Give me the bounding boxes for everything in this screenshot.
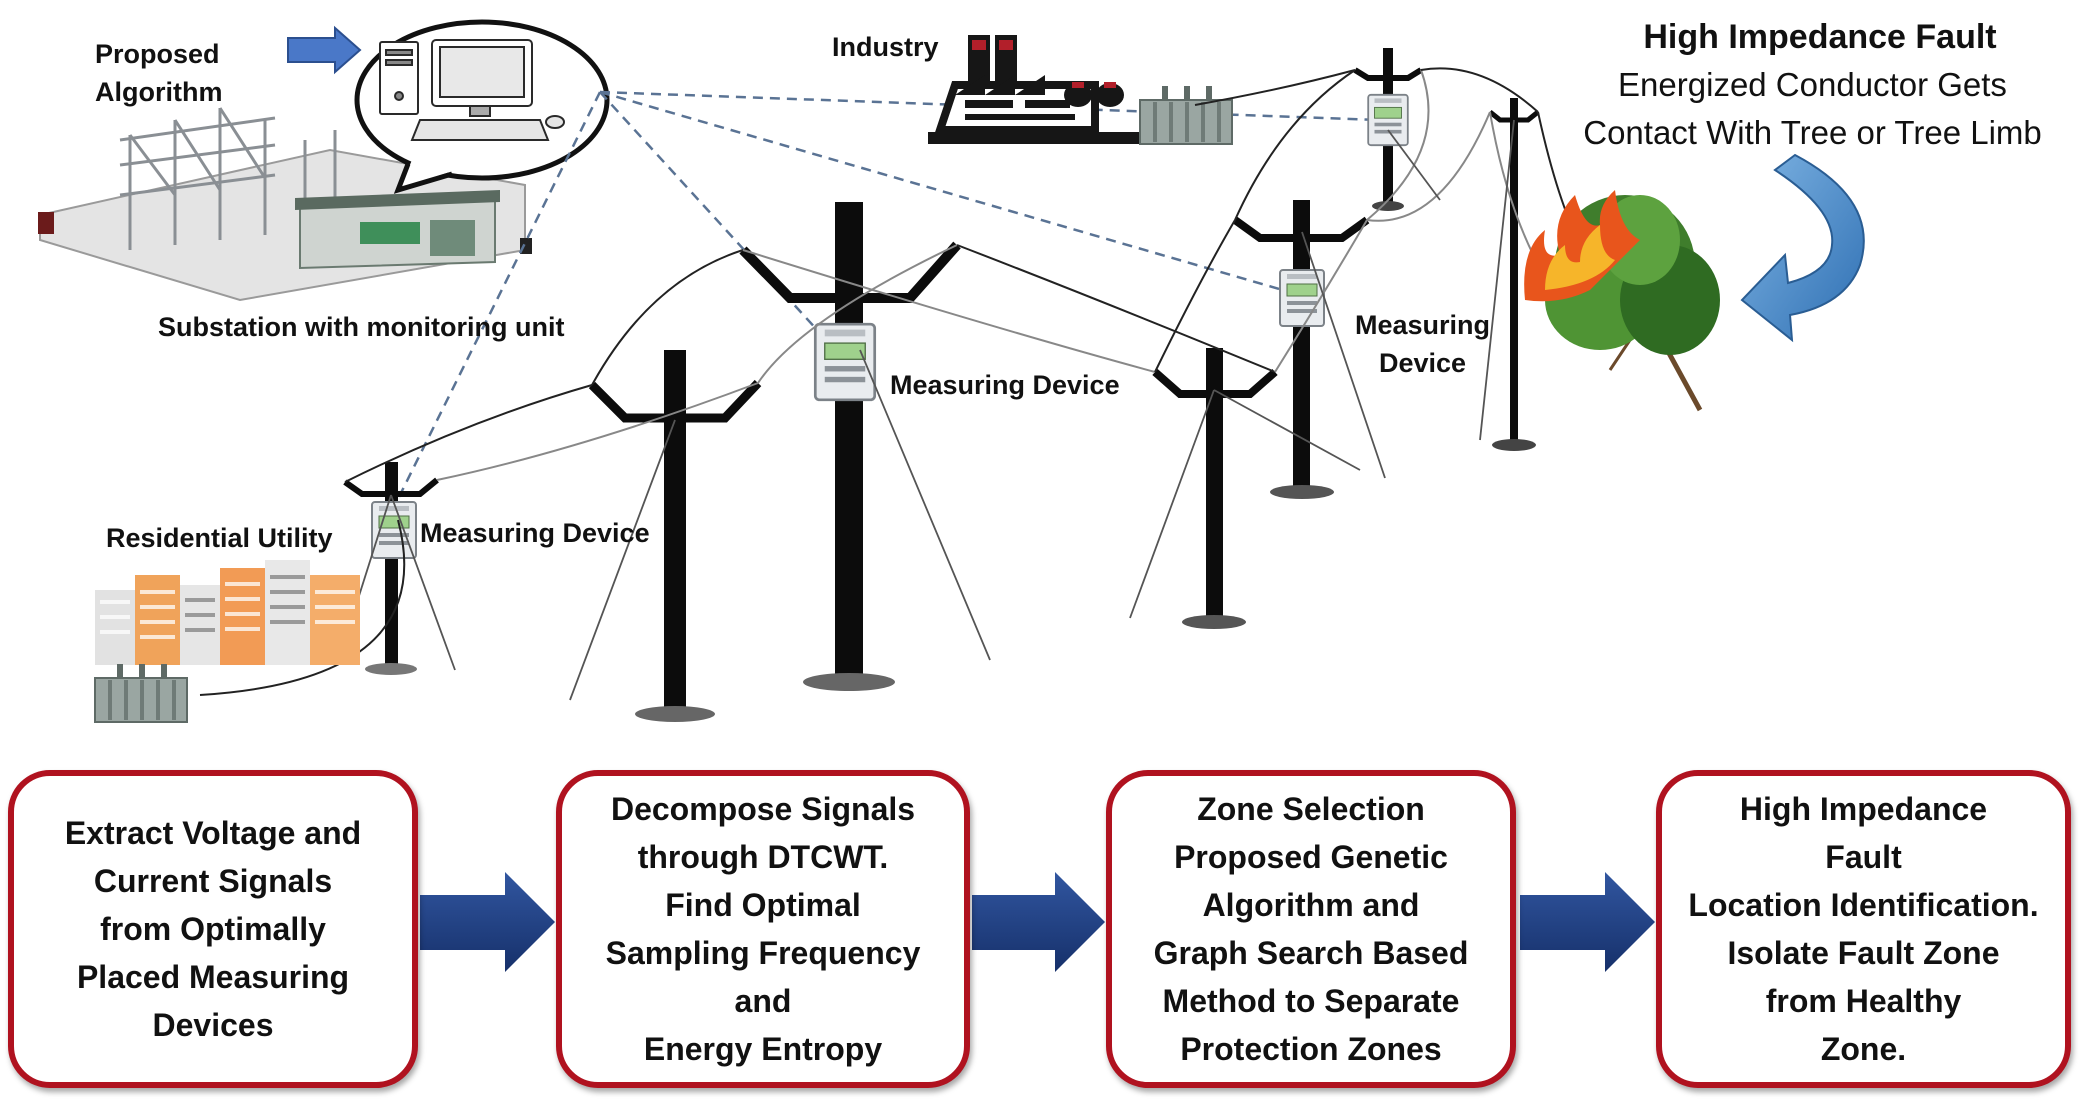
fault-description-line: Contact With Tree or Tree Limb: [1583, 114, 2042, 151]
dashed-link: [393, 90, 1381, 506]
step-box-decompose-signals: Decompose Signals through DTCWT. Find Op…: [556, 770, 970, 1088]
substation-label: Substation with monitoring unit: [158, 312, 565, 342]
step-text: from Healthy: [1765, 983, 1962, 1019]
computer-icon: [379, 39, 565, 141]
step-text: Devices: [152, 1007, 274, 1043]
step-text: Location Identification.: [1688, 887, 2039, 923]
transformer-icon: [1138, 84, 1234, 146]
step-text: and: [734, 983, 792, 1019]
flow-arrow-icon: [420, 872, 555, 972]
step-text: Algorithm and: [1202, 887, 1420, 923]
step-text: Zone Selection: [1197, 791, 1425, 827]
transformer-icon: [93, 662, 189, 724]
fault-description-line: Energized Conductor Gets: [1618, 66, 2007, 103]
proposed-algorithm-label: Proposed Algorithm: [95, 39, 223, 107]
industry-label: Industry: [832, 32, 939, 62]
pointer-arrow-icon: [287, 25, 362, 75]
meter-icon: [371, 501, 417, 559]
curved-arrow-icon: [1740, 153, 1865, 343]
fault-title: High Impedance Fault: [1643, 18, 1997, 56]
measuring-device-label: Measuring Device: [420, 518, 650, 548]
measuring-device-label: Measuring Device: [890, 370, 1120, 400]
measuring-device-label: Measuring Device: [1355, 310, 1491, 378]
conductor-lines: [199, 67, 1621, 696]
meter-icon: [1367, 93, 1409, 147]
step-text: Method to Separate: [1162, 983, 1460, 1019]
step-text: Proposed Genetic: [1174, 839, 1448, 875]
step-text: Placed Measuring: [76, 959, 350, 995]
utility-pole: [1152, 348, 1278, 629]
step-text: Decompose Signals: [610, 791, 916, 827]
step-box-fault-location: High Impedance Fault Location Identifica…: [1656, 770, 2071, 1088]
utility-pole: [1232, 200, 1370, 499]
step-text: from Optimally: [100, 911, 326, 947]
step-text: through DTCWT.: [637, 839, 889, 875]
step-text: High Impedance: [1739, 791, 1988, 827]
residential-utility-label: Residential Utility: [106, 523, 333, 553]
flow-arrow-icon: [972, 872, 1105, 972]
factory-icon: [928, 35, 1158, 144]
flow-arrow-icon: [1520, 872, 1655, 972]
step-text: Fault: [1825, 839, 1902, 875]
step-box-zone-selection: Zone Selection Proposed Genetic Algorith…: [1106, 770, 1516, 1088]
step-text: Find Optimal: [665, 887, 861, 923]
utility-pole: [588, 350, 762, 722]
apartment-buildings: [95, 560, 360, 665]
step-text: Energy Entropy: [643, 1031, 883, 1067]
step-text: Graph Search Based: [1153, 935, 1469, 971]
guy-wires: [344, 119, 1515, 701]
step-text: Extract Voltage and: [64, 815, 362, 851]
burning-tree-icon: [1524, 190, 1720, 412]
step-text: Zone.: [1820, 1031, 1907, 1067]
utility-pole: [739, 202, 961, 691]
step-text: Sampling Frequency: [605, 935, 921, 971]
step-box-extract-signals: Extract Voltage and Current Signals from…: [8, 770, 418, 1088]
step-text: Protection Zones: [1180, 1031, 1442, 1067]
step-text: Current Signals: [93, 863, 333, 899]
step-text: Isolate Fault Zone: [1727, 935, 2000, 971]
